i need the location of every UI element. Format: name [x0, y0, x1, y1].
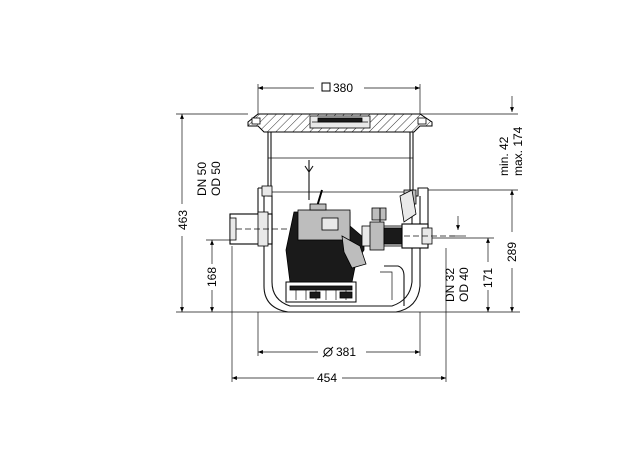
square-symbol-icon — [321, 82, 331, 92]
cover-max-label: max. 174 — [511, 126, 525, 176]
dim-inlet-height: 168 — [205, 239, 230, 312]
outlet-od-label: OD 40 — [457, 267, 471, 302]
riser-shaft — [267, 132, 414, 200]
dim-overall-width: 454 — [231, 246, 447, 385]
inlet-od-label: OD 50 — [209, 161, 223, 196]
dim-overall-height: 463 — [176, 113, 248, 313]
dim-flange-height-label: 289 — [505, 242, 519, 262]
dim-flange-height: 289 — [428, 189, 519, 312]
dim-inlet-height-label: 168 — [205, 267, 219, 287]
pump — [285, 189, 367, 303]
dim-top-width-label: 380 — [333, 81, 353, 95]
diameter-symbol-icon — [322, 346, 334, 358]
dim-overall-width-label: 454 — [317, 371, 337, 385]
cover-min-label: min. 42 — [497, 136, 511, 176]
top-cover — [247, 113, 433, 133]
dim-inner-diameter: 381 — [257, 312, 421, 359]
inlet-pipe — [229, 211, 300, 247]
dim-inner-diameter-label: 381 — [336, 345, 356, 359]
dim-overall-height-label: 463 — [176, 210, 190, 230]
outlet-valve — [361, 189, 458, 251]
outlet-size-labels: DN 32 OD 40 — [443, 216, 471, 302]
dim-outlet-height: 171 — [432, 237, 495, 312]
dim-outlet-height-label: 171 — [481, 268, 495, 288]
inlet-dn-label: DN 50 — [195, 162, 209, 196]
outlet-dn-label: DN 32 — [443, 268, 457, 302]
inlet-size-labels: DN 50 OD 50 — [195, 161, 223, 196]
dim-top-width: 380 — [257, 81, 421, 114]
dim-cover-adjustment: min. 42 max. 174 — [420, 96, 525, 176]
